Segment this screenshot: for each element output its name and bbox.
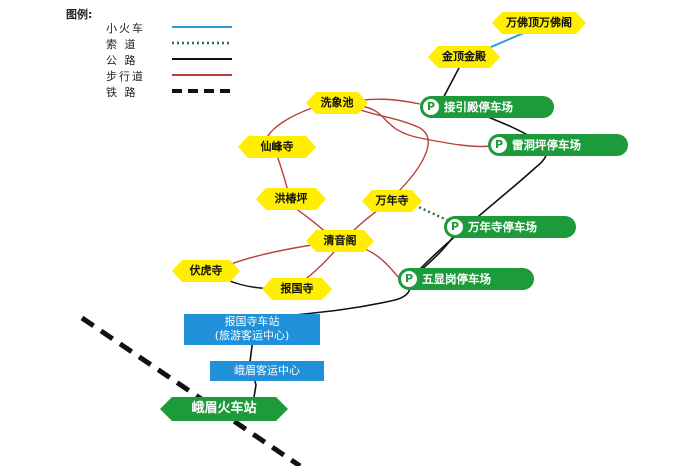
legend-label: 小火车 — [106, 22, 145, 35]
legend-swatch-road — [172, 58, 232, 60]
legend-label: 公 路 — [106, 54, 138, 67]
poi-wanfo[interactable]: 万佛顶万佛阁 — [492, 12, 586, 34]
poi-baoguosi[interactable]: 报国寺 — [262, 278, 332, 300]
railway-line-inner — [83, 313, 303, 463]
trail-xixiangchi-to-leidongping — [359, 105, 491, 148]
trail-wanniansi-to-xixiangchi — [355, 107, 429, 195]
trail-hongchunping-to-xianfengsi — [275, 151, 289, 193]
legend-swatch-cableway — [172, 41, 232, 45]
trail-xixiangchi-to-jieyindian — [361, 98, 421, 105]
parking-icon: P — [447, 219, 463, 235]
poi-xixiangchi[interactable]: 洗象池 — [306, 92, 368, 114]
parking-icon: P — [491, 137, 507, 153]
legend-item-train: 小火车 — [106, 20, 236, 35]
station-railway[interactable]: 峨眉火车站 — [160, 397, 288, 421]
parking-label: 雷洞坪停车场 — [512, 138, 581, 152]
parking-leidongping[interactable]: P 雷洞坪停车场 — [488, 134, 628, 156]
railway-line — [80, 315, 302, 466]
road-wuxiangang-to-leidongping — [407, 145, 548, 283]
legend-title: 图例: — [66, 8, 93, 21]
poi-xianfengsi[interactable]: 仙峰寺 — [238, 136, 316, 158]
legend-item-road: 公 路 — [106, 52, 236, 67]
station-baoguosi-sub: (旅游客运中心) — [214, 329, 290, 342]
poi-hongchunping[interactable]: 洪椿坪 — [256, 188, 326, 210]
parking-jieyindian[interactable]: P 接引殿停车场 — [420, 96, 554, 118]
station-baoguosi-name: 报国寺车站 — [224, 315, 280, 328]
legend-label: 步行道 — [106, 70, 145, 83]
parking-icon: P — [423, 99, 439, 115]
legend-item-trail: 步行道 — [106, 68, 236, 83]
parking-label: 接引殿停车场 — [444, 100, 513, 114]
poi-fuhusi[interactable]: 伏虎寺 — [172, 260, 240, 282]
parking-icon: P — [401, 271, 417, 287]
poi-qingyinge[interactable]: 清音阁 — [306, 230, 374, 252]
legend-swatch-railway — [172, 89, 232, 93]
station-baoguosi[interactable]: 报国寺车站 (旅游客运中心) — [184, 314, 320, 345]
poi-wanniansi[interactable]: 万年寺 — [362, 190, 422, 212]
legend-item-cableway: 索 道 — [106, 36, 236, 51]
parking-wuxiangang[interactable]: P 五显岗停车场 — [398, 268, 534, 290]
poi-jinding[interactable]: 金顶金殿 — [428, 46, 500, 68]
parking-label: 五显岗停车场 — [422, 272, 491, 286]
legend-label: 索 道 — [106, 38, 138, 51]
legend-swatch-train — [172, 26, 232, 28]
parking-wanniansi[interactable]: P 万年寺停车场 — [444, 216, 576, 238]
legend-item-railway: 铁 路 — [106, 84, 236, 99]
trail-xianfengsi-to-xixiangchi — [265, 107, 313, 141]
legend-label: 铁 路 — [106, 86, 138, 99]
legend-swatch-trail — [172, 74, 232, 76]
parking-label: 万年寺停车场 — [468, 220, 537, 234]
station-center[interactable]: 峨眉客运中心 — [210, 361, 324, 381]
